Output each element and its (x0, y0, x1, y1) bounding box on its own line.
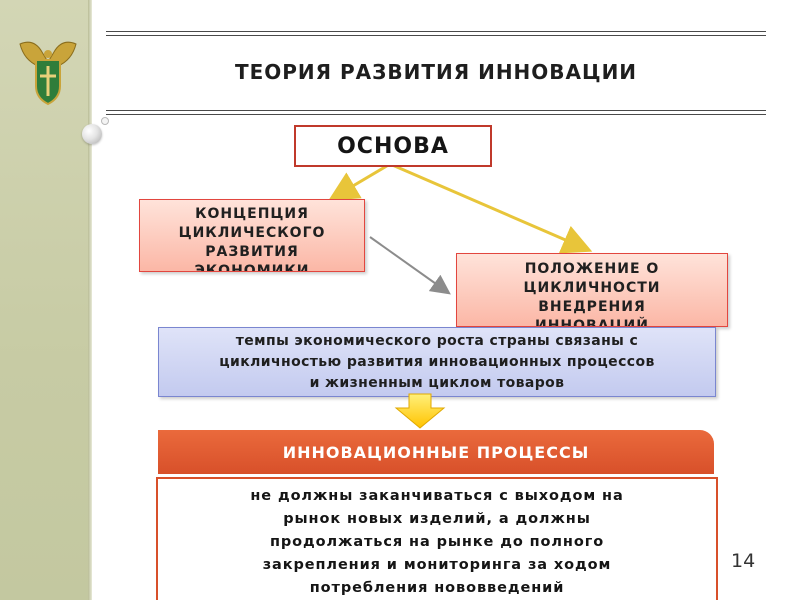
processes-label: ИННОВАЦИОННЫЕ ПРОЦЕССЫ (282, 442, 590, 462)
decorative-ring (101, 117, 109, 125)
position-line: ИННОВАЦИЙ (535, 318, 649, 327)
conclusion-line: рынок новых изделий, а должны (283, 511, 591, 527)
conclusion-line: потребления нововведений (309, 580, 565, 596)
page-number: 14 (731, 550, 756, 572)
concept-line: РАЗВИТИЯ (205, 244, 299, 260)
conclusion-line: закрепления и мониторинга за ходом (262, 557, 612, 573)
header-rule-top-2 (106, 35, 766, 36)
sidebar-panel (0, 0, 88, 600)
position-line: ПОЛОЖЕНИЕ О (524, 261, 660, 277)
down-arrow-icon (394, 393, 446, 429)
concept-line: КОНЦЕПЦИЯ (195, 206, 309, 222)
header-rule-bottom (106, 110, 766, 111)
statement-line: темпы экономического роста страны связан… (235, 333, 639, 349)
connector-concept-to-position (369, 236, 451, 295)
root-box: ОСНОВА (294, 125, 492, 167)
slide-title: ТЕОРИЯ РАЗВИТИЯ ИННОВАЦИИ (234, 60, 638, 84)
header-rule-bottom-2 (106, 114, 766, 115)
concept-line: ЦИКЛИЧЕСКОГО (178, 225, 326, 241)
concept-box: КОНЦЕПЦИЯ ЦИКЛИЧЕСКОГО РАЗВИТИЯ ЭКОНОМИК… (139, 199, 365, 272)
decorative-orb (82, 124, 102, 144)
position-line: ЦИКЛИЧНОСТИ (523, 280, 661, 296)
statement-box: темпы экономического роста страны связан… (158, 327, 716, 397)
statement-line: цикличностью развития инновационных проц… (219, 354, 655, 370)
connector-root-to-concept (328, 162, 391, 201)
processes-band: ИННОВАЦИОННЫЕ ПРОЦЕССЫ (158, 430, 714, 474)
connector-root-to-position (389, 162, 593, 254)
position-box: ПОЛОЖЕНИЕ О ЦИКЛИЧНОСТИ ВНЕДРЕНИЯ ИННОВА… (456, 253, 728, 327)
conclusion-line: не должны заканчиваться с выходом на (250, 488, 624, 504)
conclusion-line: продолжаться на рынке до полного (269, 534, 605, 550)
conclusion-box: не должны заканчиваться с выходом на рын… (156, 477, 718, 600)
header-rule-top (106, 31, 766, 32)
concept-line: ЭКОНОМИКИ (194, 263, 310, 272)
position-line: ВНЕДРЕНИЯ (538, 299, 646, 315)
sidebar-divider (88, 0, 92, 600)
root-label: ОСНОВА (337, 133, 449, 159)
customs-emblem-icon (19, 41, 77, 106)
statement-line: и жизненным циклом товаров (309, 375, 565, 391)
